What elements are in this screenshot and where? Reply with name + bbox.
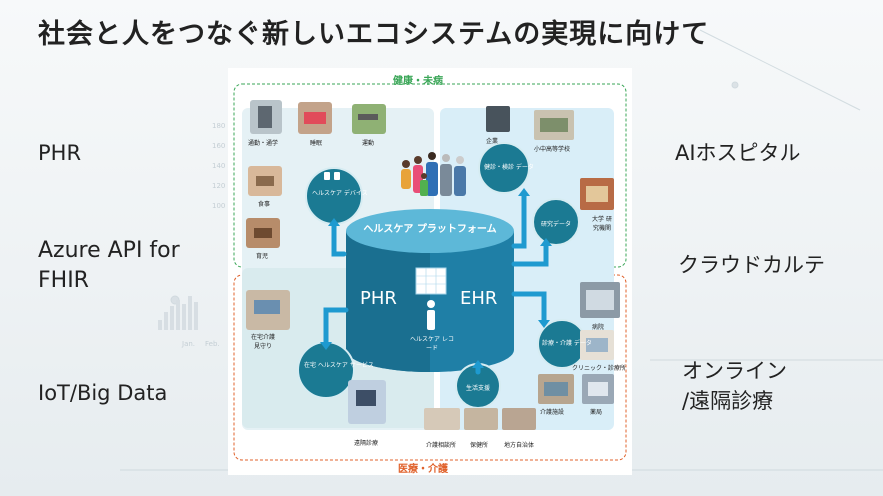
circle-exam-label: 健診・検診 データ [484, 164, 534, 171]
circle-care-data-label: 診療・介護 データ [542, 340, 592, 347]
scene-pharmacy: 薬局 [590, 409, 603, 416]
circle-device-label: ヘルスケア デバイス [312, 190, 368, 197]
right-item-ai-hospital: AIホスピタル [675, 141, 801, 165]
family-icon [401, 152, 466, 196]
scene-sleep: 睡眠 [310, 140, 323, 147]
left-item-iot-bigdata: IoT/Big Data [38, 381, 168, 405]
scene-health-center: 保健所 [470, 442, 489, 449]
page-title: 社会と人をつなぐ新しいエコシステムの実現に向けて [38, 19, 710, 50]
svg-text:Jan.: Jan. [181, 340, 195, 348]
ecosystem-diagram: 健康・未病 医療・介護 ヘルスケア プラットフォーム PHR EHR ヘルスケア… [228, 68, 632, 475]
circle-research-label: 研究データ [540, 221, 571, 228]
platform-label: ヘルスケア プラットフォーム [363, 224, 497, 235]
circle-life-support-label: 生活支援 [465, 385, 490, 392]
phr-label: PHR [360, 288, 397, 309]
circle-home-service [297, 341, 355, 399]
record-label: ヘルスケア レコード [410, 336, 454, 352]
scene-meal: 食事 [258, 201, 271, 208]
health-header: 健康・未病 [393, 76, 443, 87]
scene-clinic: クリニック・診療所 [572, 365, 626, 372]
svg-text:120: 120 [212, 182, 225, 190]
diagram-graphics [233, 83, 627, 461]
svg-text:180: 180 [212, 122, 225, 130]
scene-childcare: 育児 [256, 253, 269, 260]
left-item-phr: PHR [38, 141, 82, 165]
right-item-online-remote: オンライン /遠隔診療 [682, 359, 787, 413]
scene-commute: 通勤・通学 [248, 140, 279, 147]
scene-school: 小中高等学校 [534, 146, 571, 153]
circle-home-service-label: 在宅 ヘルスケア サービス [304, 362, 374, 369]
scene-exercise: 運動 [362, 140, 375, 147]
scene-company: 企業 [486, 138, 499, 145]
svg-text:160: 160 [212, 142, 225, 150]
ehr-label: EHR [460, 288, 498, 309]
scene-care-office: 介護相談所 [426, 442, 457, 449]
scene-hospital: 病院 [592, 324, 605, 331]
svg-text:100: 100 [212, 202, 225, 210]
svg-text:140: 140 [212, 162, 225, 170]
circle-exam [478, 142, 530, 194]
scene-care-facility: 介護施設 [540, 409, 565, 416]
circle-research [532, 198, 580, 246]
scene-university: 大学 研究機関 [592, 216, 612, 232]
care-header: 医療・介護 [398, 464, 448, 475]
right-item-cloud-karte: クラウドカルテ [678, 253, 825, 277]
scene-local-gov: 地方自治体 [504, 442, 535, 449]
scene-watch: 在宅介護 見守り [250, 334, 275, 350]
left-item-azure-fhir: Azure API for FHIR [38, 238, 180, 293]
scene-remote: 遠隔診療 [354, 440, 379, 447]
svg-text:Feb.: Feb. [205, 340, 220, 348]
scene-illustrations [246, 100, 620, 430]
